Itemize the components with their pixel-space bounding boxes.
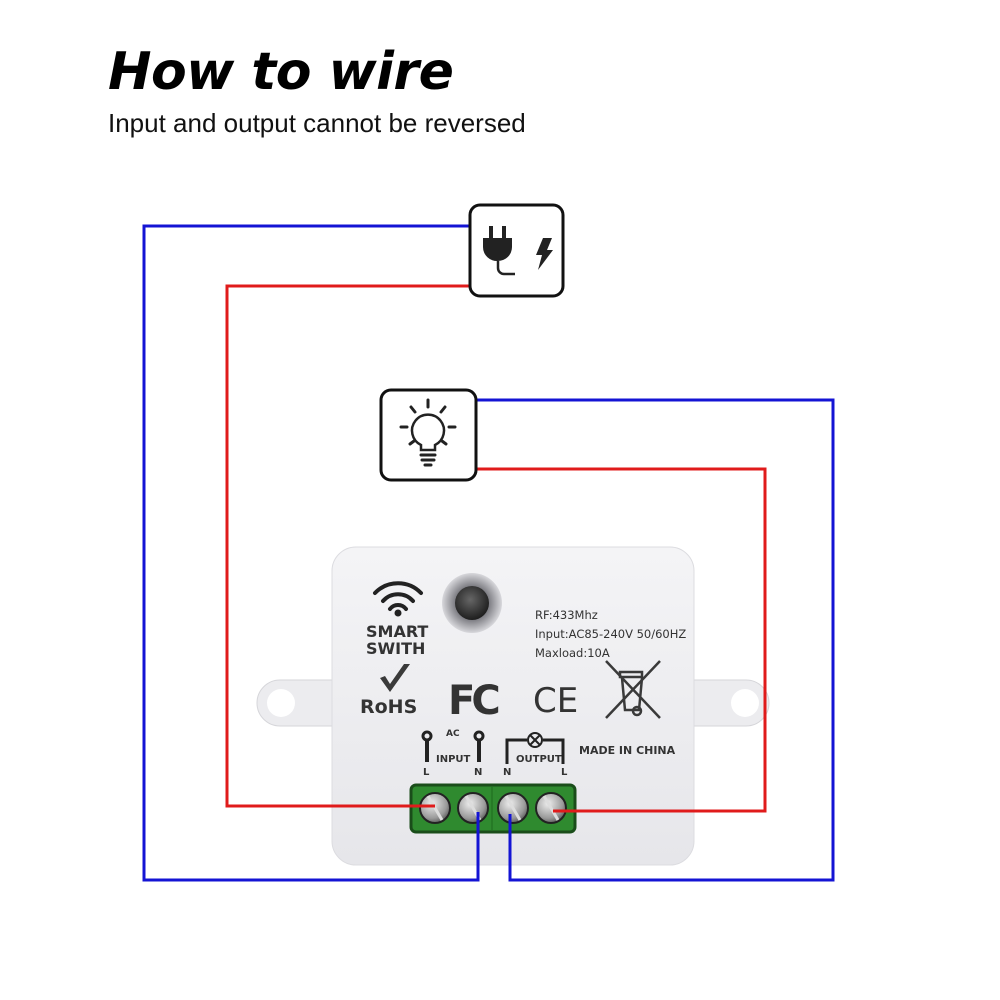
spec-rf: RF:433Mhz [535,608,598,622]
power-source-box [468,203,565,298]
svg-text:RoHS: RoHS [360,696,417,718]
terminal-label-input-l: L [423,767,430,778]
terminal-screw-output-l[interactable] [535,792,567,824]
terminal-label-output-l: L [561,767,568,778]
brand-label-line2: SWITH [366,639,425,658]
terminal-screw-output-n[interactable] [497,792,529,824]
lightning-icon [536,238,553,270]
terminal-block [409,783,577,834]
weee-bin-icon [605,660,661,719]
spec-maxload: Maxload:10A [535,646,610,660]
light-bulb-box [379,388,478,482]
smart-switch-device: SMART SWITH RF:433Mhz Input:AC85-240V 50… [256,546,770,866]
check-icon [380,664,410,692]
ac-label: AC [446,729,460,739]
power-plug-icon [482,226,515,276]
brand-label-line1: SMART [366,622,428,641]
terminal-label-output-n: N [503,767,511,778]
spec-input: Input:AC85-240V 50/60HZ [535,627,686,641]
live-wire-load [476,467,767,813]
mounting-tab-right [689,679,770,727]
made-in-label: MADE IN CHINA [579,744,676,757]
wifi-icon [373,581,423,617]
output-label: OUTPUT [516,754,562,765]
page-title: How to wire [108,42,454,102]
output-terminal-symbol [505,732,565,764]
terminal-screw-input-l[interactable] [419,792,451,824]
rohs-mark: RoHS [360,664,417,718]
terminal-label-input-n: N [474,767,482,778]
input-terminal-symbol [421,730,485,762]
mounting-tab-left [256,679,337,727]
fcc-mark: FC [448,678,498,724]
input-label: INPUT [436,754,471,765]
terminal-screw-input-n[interactable] [457,792,489,824]
live-wire-source [225,284,470,808]
page-subtitle: Input and output cannot be reversed [108,108,526,138]
pairing-button[interactable] [442,573,502,633]
light-bulb-icon [399,398,457,467]
ce-mark: CE [533,681,578,721]
